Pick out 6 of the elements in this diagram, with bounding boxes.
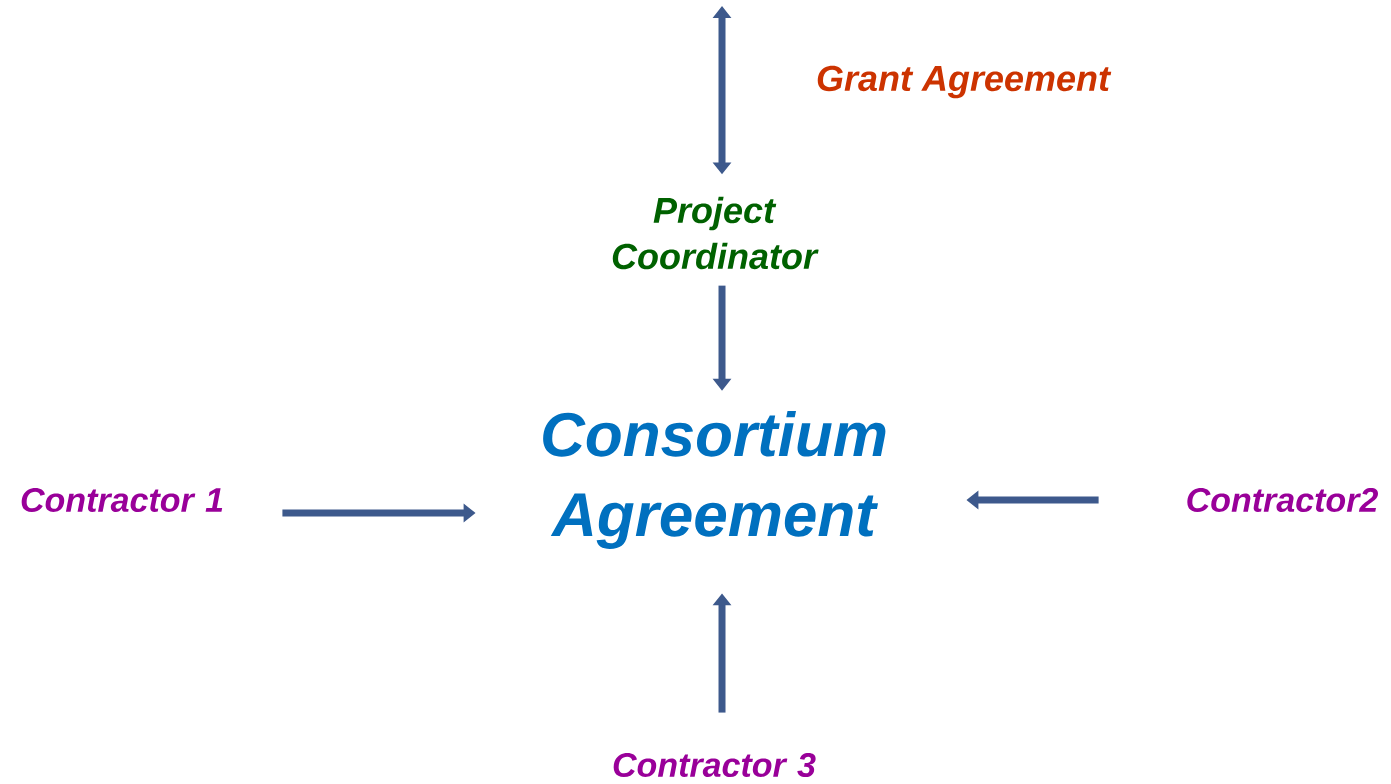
label-text: Project Coordinator	[612, 196, 819, 270]
label-text: Contractor 3	[613, 752, 816, 778]
label-text: Contractor 1	[21, 487, 223, 513]
label-text: Contractor2	[1187, 487, 1378, 513]
label-text: Consortium Agreement	[543, 411, 886, 549]
edge-label: Grant Agreement	[817, 65, 1112, 99]
